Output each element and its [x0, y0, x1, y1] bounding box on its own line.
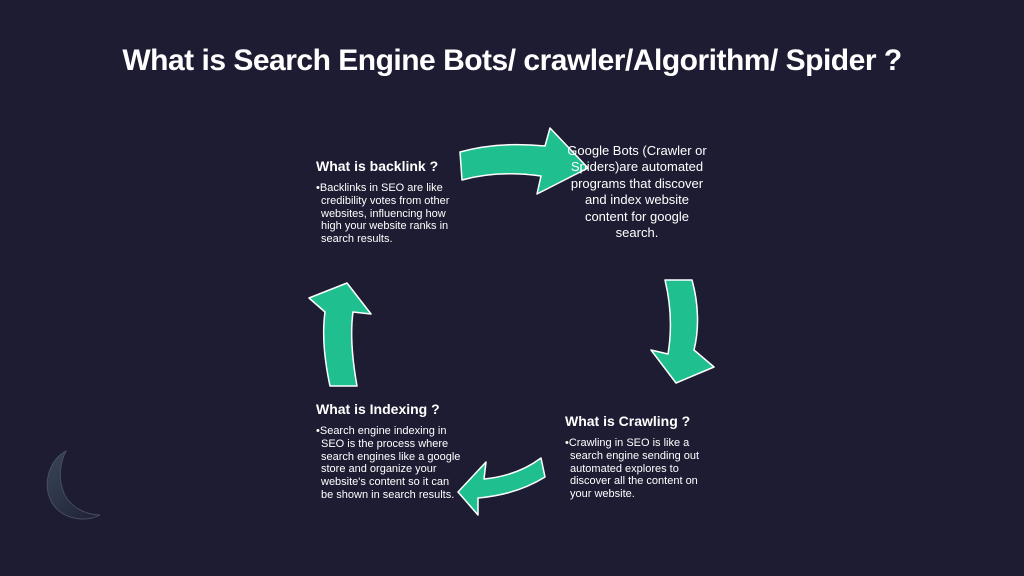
crescent-decoration-icon: [46, 450, 101, 520]
cycle-arrow-icon: [457, 457, 546, 516]
backlink-bullet: •Backlinks in SEO are like credibility v…: [316, 182, 450, 246]
cycle-arrow-icon: [308, 282, 372, 387]
cycle-arrow-icon: [459, 127, 589, 195]
google-bots-description: Google Bots (Crawler or Spiders)are auto…: [567, 143, 707, 241]
indexing-bullet: •Search engine indexing in SEO is the pr…: [316, 425, 461, 501]
backlink-block: What is backlink ? •Backlinks in SEO are…: [316, 158, 461, 246]
crawling-heading: What is Crawling ?: [565, 413, 691, 429]
cycle-arrow-icon: [650, 279, 715, 384]
crawling-block: What is Crawling ? •Crawling in SEO is l…: [565, 413, 713, 501]
indexing-block: What is Indexing ? •Search engine indexi…: [316, 401, 464, 502]
backlink-bullet-text: Backlinks in SEO are like credibility vo…: [319, 182, 450, 246]
crawling-bullet-text: Crawling in SEO is like a search engine …: [568, 437, 700, 501]
slide-title: What is Search Engine Bots/ crawler/Algo…: [122, 44, 902, 77]
google-bots-text: Google Bots (Crawler or Spiders)are auto…: [566, 143, 708, 241]
crawling-bullet: •Crawling in SEO is like a search engine…: [565, 437, 700, 501]
backlink-heading: What is backlink ?: [316, 158, 439, 174]
indexing-bullet-text: Search engine indexing in SEO is the pro…: [319, 425, 461, 501]
indexing-heading: What is Indexing ?: [316, 401, 440, 417]
